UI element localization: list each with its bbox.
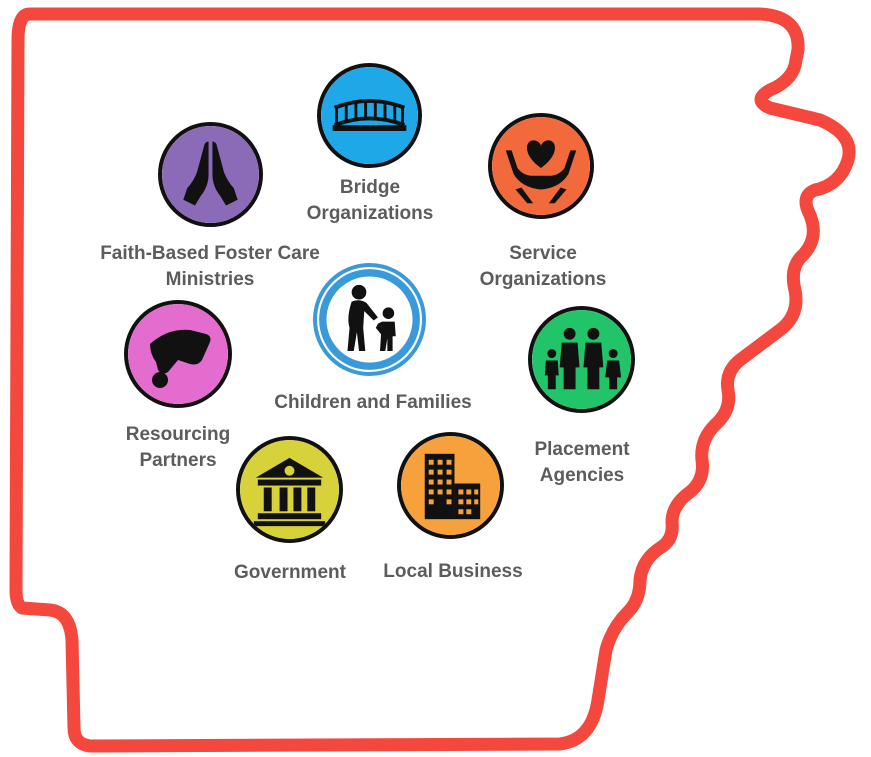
hand-coin-icon (124, 300, 232, 408)
government-building-icon (236, 436, 343, 543)
praying-hands-icon (158, 122, 263, 227)
center-label: Children and Families (274, 392, 472, 413)
bridge-icon (317, 63, 422, 168)
buildings-icon (397, 432, 504, 539)
adult-child-icon (313, 263, 426, 376)
family-icon (528, 306, 635, 413)
local-business-label: Local Business (383, 561, 523, 582)
hands-heart-icon (488, 113, 594, 219)
government-label: Government (234, 562, 346, 583)
